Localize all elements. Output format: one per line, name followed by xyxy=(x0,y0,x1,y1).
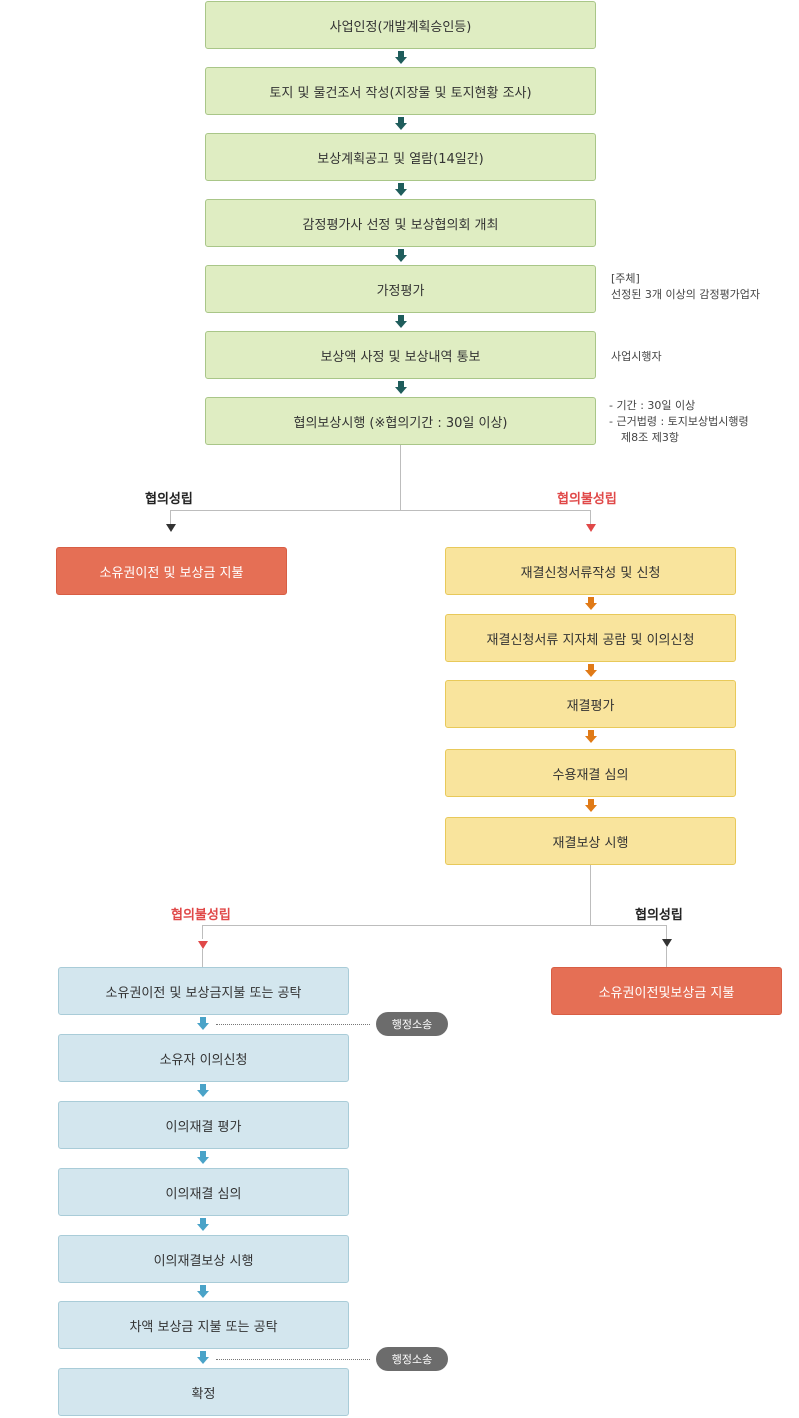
step-label: 보상계획공고 및 열람(14일간) xyxy=(317,151,484,167)
step-label: 보상액 사정 및 보상내역 통보 xyxy=(320,349,481,365)
note-consultation: - 기간 : 30일 이상 - 근거법령 : 토지보상법시행령 제8조 제3항 xyxy=(609,398,749,446)
step-consultation: 협의보상시행 (※협의기간 : 30일 이상) xyxy=(205,397,596,445)
step-label: 소유권이전 및 보상금지불 또는 공탁 xyxy=(105,985,302,1001)
step-label: 토지 및 물건조서 작성(지장물 및 토지현황 조사) xyxy=(269,85,532,101)
note-notice-subject: 사업시행자 xyxy=(611,349,662,365)
connector xyxy=(170,510,591,511)
note-appraisal-subject: [주체] 선정된 3개 이상의 감정평가업자 xyxy=(611,271,760,303)
result-label: 소유권이전 및 보상금 지불 xyxy=(99,565,244,581)
step-objection-appraisal: 이의재결 평가 xyxy=(58,1101,349,1149)
step-label: 재결평가 xyxy=(566,698,615,714)
result-ownership-transfer-final: 소유권이전및보상금 지불 xyxy=(551,967,782,1015)
step-label: 협의보상시행 (※협의기간 : 30일 이상) xyxy=(293,415,508,431)
connector xyxy=(590,865,591,926)
label-not-agreed: 협의불성립 xyxy=(557,492,617,507)
result-ownership-transfer: 소유권이전 및 보상금 지불 xyxy=(56,547,287,595)
note-line: [주체] xyxy=(611,272,640,285)
step-appraiser-selection: 감정평가사 선정 및 보상협의회 개최 xyxy=(205,199,596,247)
note-line: - 근거법령 : 토지보상법시행령 xyxy=(609,415,749,428)
note-line: 제8조 제3항 xyxy=(621,431,679,444)
step-label: 수용재결 심의 xyxy=(552,767,629,783)
step-land-survey: 토지 및 물건조서 작성(지장물 및 토지현황 조사) xyxy=(205,67,596,115)
connector xyxy=(400,445,401,511)
connector xyxy=(666,925,667,939)
step-objection-review: 이의재결 심의 xyxy=(58,1168,349,1216)
dotted-connector xyxy=(216,1024,370,1025)
dotted-connector xyxy=(216,1359,370,1360)
note-line: 사업시행자 xyxy=(611,350,662,363)
step-label: 재결보상 시행 xyxy=(552,835,629,851)
step-label: 재결신청서류작성 및 신청 xyxy=(520,565,661,581)
step-decision-appraisal: 재결평가 xyxy=(445,680,736,728)
step-finalization: 확정 xyxy=(58,1368,349,1416)
note-line: - 기간 : 30일 이상 xyxy=(609,399,696,412)
step-project-approval: 사업인정(개발계획승인등) xyxy=(205,1,596,49)
step-decision-review: 수용재결 심의 xyxy=(445,749,736,797)
step-label: 이의재결 평가 xyxy=(165,1119,242,1135)
step-label: 이의재결 심의 xyxy=(165,1186,242,1202)
step-decision-inspection: 재결신청서류 지자체 공람 및 이의신청 xyxy=(445,614,736,662)
connector xyxy=(202,925,667,926)
step-compensation-notice: 보상액 사정 및 보상내역 통보 xyxy=(205,331,596,379)
connector xyxy=(666,947,667,967)
result-label: 소유권이전및보상금 지불 xyxy=(598,985,735,1001)
step-transfer-or-deposit: 소유권이전 및 보상금지불 또는 공탁 xyxy=(58,967,349,1015)
label-agreed: 협의성립 xyxy=(635,908,683,923)
step-decision-application: 재결신청서류작성 및 신청 xyxy=(445,547,736,595)
arrow-down-icon xyxy=(662,939,672,947)
arrow-down-icon xyxy=(198,941,208,949)
step-label: 차액 보상금 지불 또는 공탁 xyxy=(129,1319,278,1335)
step-label: 감정평가사 선정 및 보상협의회 개최 xyxy=(302,217,499,233)
lawsuit-badge: 행정소송 xyxy=(376,1012,448,1036)
step-label: 재결신청서류 지자체 공람 및 이의신청 xyxy=(486,632,695,648)
connector xyxy=(170,510,171,524)
connector xyxy=(590,510,591,524)
connector xyxy=(202,925,203,939)
arrow-down-icon xyxy=(166,524,176,532)
step-label: 가정평가 xyxy=(376,283,425,299)
lawsuit-badge: 행정소송 xyxy=(376,1347,448,1371)
step-decision-compensation: 재결보상 시행 xyxy=(445,817,736,865)
label-not-agreed: 협의불성립 xyxy=(171,908,231,923)
step-owner-objection: 소유자 이의신청 xyxy=(58,1034,349,1082)
step-objection-compensation: 이의재결보상 시행 xyxy=(58,1235,349,1283)
label-agreed: 협의성립 xyxy=(145,492,193,507)
arrow-down-icon xyxy=(586,524,596,532)
step-appraisal: 가정평가 xyxy=(205,265,596,313)
step-label: 확정 xyxy=(191,1386,216,1402)
lawsuit-label: 행정소송 xyxy=(391,1353,433,1366)
step-difference-payment: 차액 보상금 지불 또는 공탁 xyxy=(58,1301,349,1349)
note-line: 선정된 3개 이상의 감정평가업자 xyxy=(611,288,761,301)
step-public-notice: 보상계획공고 및 열람(14일간) xyxy=(205,133,596,181)
step-label: 사업인정(개발계획승인등) xyxy=(329,19,472,35)
step-label: 소유자 이의신청 xyxy=(159,1052,248,1068)
lawsuit-label: 행정소송 xyxy=(391,1018,433,1031)
step-label: 이의재결보상 시행 xyxy=(153,1253,254,1269)
connector xyxy=(202,949,203,967)
